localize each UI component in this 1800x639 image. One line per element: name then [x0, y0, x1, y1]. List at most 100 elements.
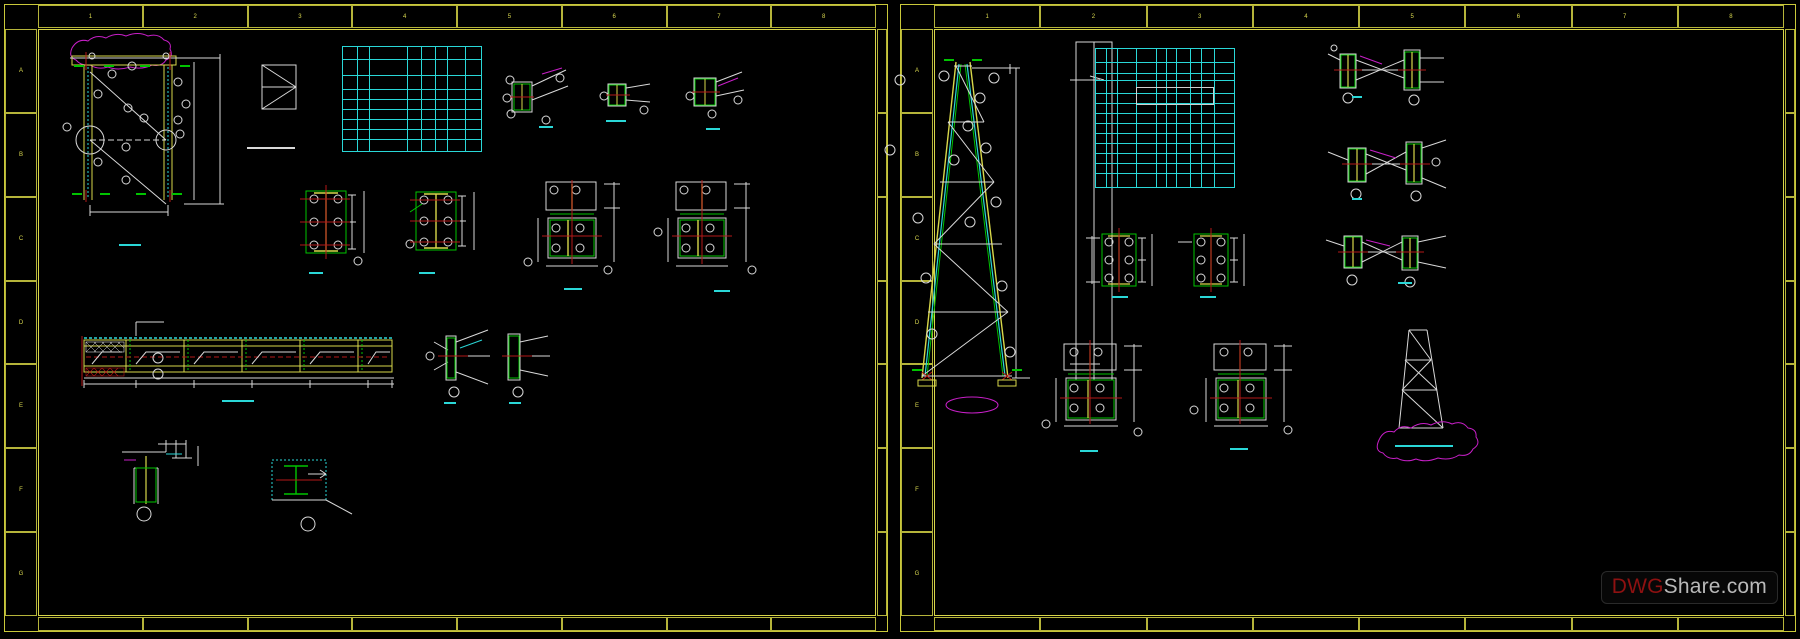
- row-mark: F: [901, 448, 933, 533]
- column-mark-bottom: [771, 617, 876, 631]
- tower-key-plan[interactable]: [1365, 320, 1495, 462]
- base-plate-detail-1[interactable]: [522, 174, 632, 278]
- lattice-tower-elevation[interactable]: [860, 32, 1120, 422]
- row-mark: A: [901, 29, 933, 113]
- table-title-band: [1096, 49, 1234, 63]
- ruler-left-right-sheet: A B C D E F G: [901, 29, 933, 617]
- detail-underline: [706, 128, 720, 130]
- column-mark: 2: [142, 5, 248, 28]
- tower-joint-detail-1[interactable]: [1320, 42, 1450, 106]
- detail-underline: [509, 402, 521, 404]
- row-mark: G: [901, 532, 933, 617]
- row-mark-right: [1785, 196, 1795, 281]
- column-mark: 6: [561, 5, 667, 28]
- row-mark: D: [5, 280, 37, 365]
- column-mark: 1: [38, 5, 143, 28]
- dwgshare-watermark: DWGShare.com: [1600, 571, 1778, 604]
- base-connection-1[interactable]: [1038, 336, 1158, 440]
- symbol-underline: [247, 147, 295, 149]
- splice-detail-2[interactable]: [402, 182, 492, 270]
- right-drawing-sheet[interactable]: 1 2 3 4 5 6 7 8 A B C D E F G: [884, 4, 1796, 632]
- detail-underline: [1352, 198, 1362, 200]
- column-mark: 4: [1252, 5, 1359, 28]
- portal-frame-elevation[interactable]: [34, 22, 264, 252]
- row-mark-right: [1785, 280, 1795, 365]
- column-mark-bottom: [561, 617, 667, 631]
- detail-underline: [606, 120, 626, 122]
- detail-underline: [309, 272, 323, 274]
- row-mark-right: [1785, 29, 1795, 113]
- detail-underline: [1230, 448, 1248, 450]
- column-mark-bottom: [1465, 617, 1572, 631]
- gusset-connection-2[interactable]: [496, 322, 556, 398]
- detail-underline: [1398, 282, 1412, 284]
- watermark-suffix: Share.com: [1663, 575, 1767, 598]
- row-mark: G: [5, 532, 37, 617]
- column-mark: 8: [771, 5, 876, 28]
- tower-joint-detail-3[interactable]: [1320, 222, 1450, 292]
- table-column-header-row: [343, 60, 481, 76]
- column-mark-bottom: [38, 617, 143, 631]
- detail-underline: [444, 402, 456, 404]
- tower-joint-detail-2[interactable]: [1320, 130, 1450, 208]
- column-mark-bottom: [934, 617, 1041, 631]
- splice-detail-1[interactable]: [292, 179, 382, 271]
- detail-underline: [1112, 296, 1128, 298]
- ruler-bottom-left-sheet: [38, 617, 876, 631]
- detail-underline: [1352, 96, 1362, 98]
- anchor-detail-2[interactable]: [262, 452, 362, 532]
- gusset-connection-1[interactable]: [424, 322, 500, 398]
- truss-girder-elevation[interactable]: [74, 304, 404, 392]
- column-mark: 3: [247, 5, 353, 28]
- column-mark-bottom: [1359, 617, 1466, 631]
- row-mark: E: [901, 364, 933, 449]
- joint-detail-2[interactable]: [596, 74, 658, 118]
- bolt-schedule-table[interactable]: [1095, 48, 1235, 188]
- base-plate-detail-2[interactable]: [652, 174, 764, 278]
- row-mark-right: [877, 280, 887, 365]
- joint-detail-3[interactable]: [682, 66, 752, 124]
- column-mark: 8: [1677, 5, 1784, 28]
- sheet-border-inner: [38, 29, 876, 616]
- column-mark-bottom: [142, 617, 248, 631]
- row-mark-right: [1785, 448, 1795, 533]
- row-mark-right: [877, 112, 887, 197]
- row-mark-right: [877, 448, 887, 533]
- column-mark-bottom: [352, 617, 457, 631]
- column-mark: 7: [666, 5, 772, 28]
- column-mark: 6: [1465, 5, 1572, 28]
- row-mark-right: [877, 364, 887, 449]
- column-mark-bottom: [1040, 617, 1147, 631]
- row-mark: F: [5, 448, 37, 533]
- selection-rectangle[interactable]: [1136, 87, 1214, 105]
- column-mark-bottom: [1571, 617, 1678, 631]
- row-mark: B: [5, 112, 37, 197]
- leg-splice-detail-2[interactable]: [1172, 222, 1252, 302]
- detail-underline: [564, 288, 582, 290]
- detail-underline: [539, 126, 553, 128]
- base-connection-2[interactable]: [1188, 336, 1308, 440]
- column-mark-bottom: [247, 617, 353, 631]
- row-mark-right: [877, 532, 887, 617]
- leg-splice-detail-1[interactable]: [1080, 222, 1160, 302]
- watermark-prefix: DWG: [1611, 575, 1664, 598]
- column-mark: 7: [1571, 5, 1678, 28]
- detail-underline: [714, 290, 730, 292]
- column-mark-bottom: [1146, 617, 1253, 631]
- bracing-detail-symbol[interactable]: [256, 59, 316, 129]
- sheet-border-outer-right: [900, 4, 1796, 632]
- member-schedule-table[interactable]: [342, 46, 482, 152]
- joint-detail-1[interactable]: [502, 66, 582, 128]
- row-mark-right: [1785, 112, 1795, 197]
- ruler-top-right-sheet: 1 2 3 4 5 6 7 8: [934, 5, 1784, 28]
- detail-underline: [222, 400, 254, 402]
- detail-underline: [119, 244, 141, 246]
- anchor-detail-1[interactable]: [114, 432, 224, 522]
- row-mark-right: [1785, 364, 1795, 449]
- row-mark: C: [5, 196, 37, 281]
- left-drawing-sheet[interactable]: 1 2 3 4 5 6 7 8 A B C D E F G: [4, 4, 888, 632]
- column-mark: 5: [457, 5, 562, 28]
- detail-underline: [419, 272, 435, 274]
- row-mark-right: [877, 29, 887, 113]
